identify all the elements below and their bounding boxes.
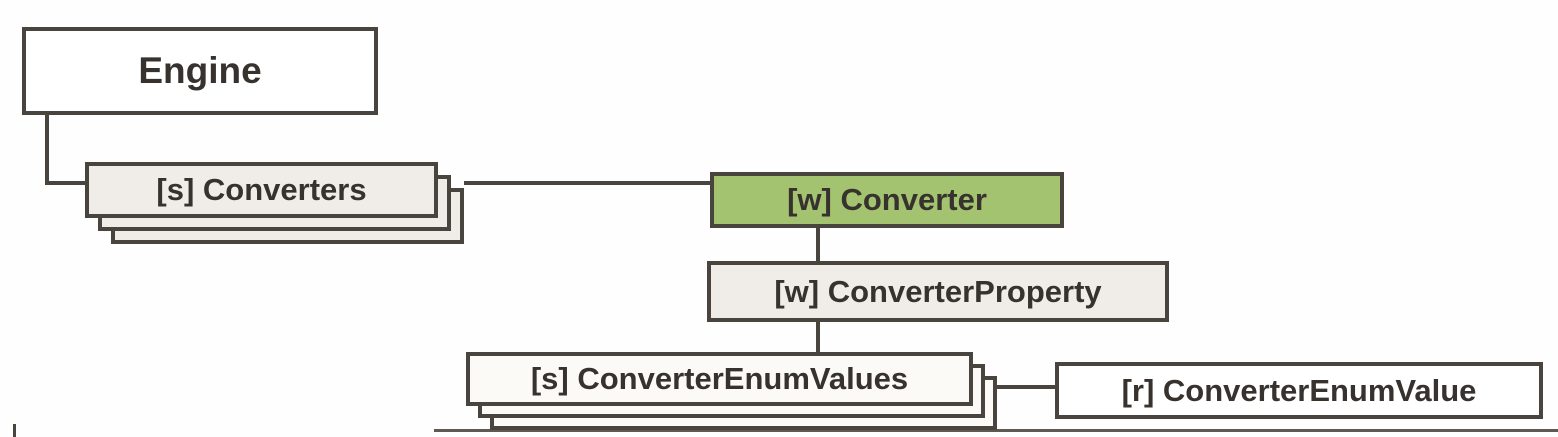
node-converters-stack[interactable]: [s] Converters [85, 162, 464, 244]
connector-converters-to-converter [464, 181, 710, 185]
node-converter-enum-value[interactable]: [r] ConverterEnumValue [1055, 362, 1543, 419]
connector-engine-to-converters [45, 181, 89, 185]
node-engine[interactable]: Engine [22, 27, 378, 115]
node-converter-property[interactable]: [w] ConverterProperty [707, 261, 1169, 322]
cropped-bottom-rule [434, 429, 1558, 432]
connector-converter-to-property [816, 228, 820, 261]
connector-enumvalues-to-enumvalue [997, 385, 1055, 389]
node-converter-selected[interactable]: [w] Converter [710, 172, 1064, 228]
node-converters[interactable]: [s] Converters [85, 162, 438, 218]
node-converter-enum-values[interactable]: [s] ConverterEnumValues [466, 352, 973, 406]
connector-engine-vertical [45, 115, 49, 185]
connector-property-to-enumvalues [816, 322, 820, 352]
left-edge-tick-mark [13, 424, 16, 437]
node-converter-enum-values-stack[interactable]: [s] ConverterEnumValues [466, 352, 997, 430]
